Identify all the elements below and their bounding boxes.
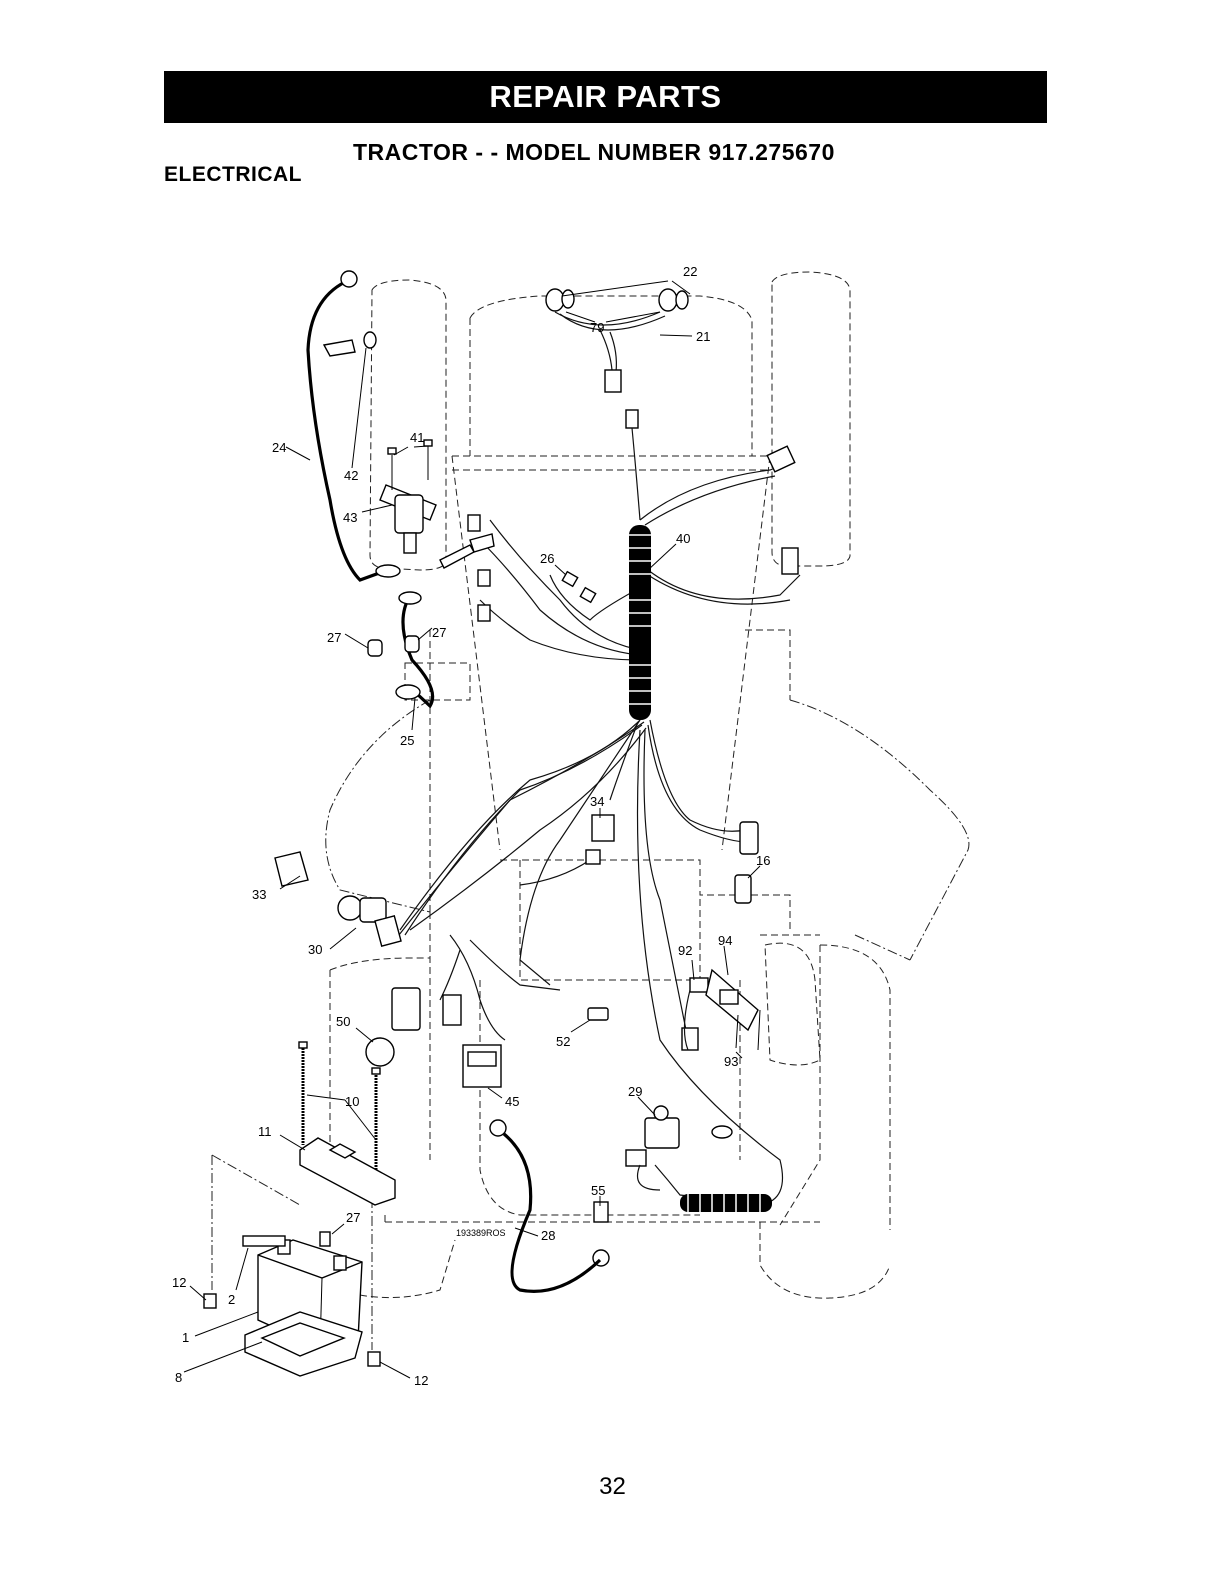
drawing-code: 193389ROS (456, 1228, 506, 1238)
harness-connectors-26 (468, 515, 596, 621)
callout-29: 29 (628, 1084, 642, 1099)
ground-cable (490, 1120, 600, 1291)
callout-79: 79 (590, 320, 604, 335)
callout-41: 41 (410, 430, 424, 445)
callout-10: 10 (345, 1094, 359, 1109)
harness-loom-coil (629, 525, 651, 720)
callout-50: 50 (336, 1014, 350, 1029)
callout-12-left: 12 (172, 1275, 186, 1290)
callout-94: 94 (718, 933, 732, 948)
callout-93: 93 (724, 1054, 738, 1069)
callout-24: 24 (272, 440, 286, 455)
callout-21: 21 (696, 329, 710, 344)
callout-leaders (184, 281, 760, 1378)
callout-22: 22 (683, 264, 697, 279)
callout-92: 92 (678, 943, 692, 958)
callout-55: 55 (591, 1183, 605, 1198)
callout-27-battery: 27 (346, 1210, 360, 1225)
callout-42: 42 (344, 468, 358, 483)
callout-27-left: 27 (327, 630, 341, 645)
callout-28: 28 (541, 1228, 555, 1243)
callout-2: 2 (228, 1292, 235, 1307)
callout-25: 25 (400, 733, 414, 748)
callout-12-right: 12 (414, 1373, 428, 1388)
callout-30: 30 (308, 942, 322, 957)
callout-27-right: 27 (432, 625, 446, 640)
callout-45: 45 (505, 1094, 519, 1109)
callout-26: 26 (540, 551, 554, 566)
callout-34: 34 (590, 794, 604, 809)
callout-52: 52 (556, 1034, 570, 1049)
headlight-harness (546, 289, 688, 428)
callout-numbers: 22 79 21 24 41 42 43 40 26 27 27 25 34 1… (172, 264, 770, 1388)
callout-16: 16 (756, 853, 770, 868)
callout-8: 8 (175, 1370, 182, 1385)
page-number: 32 (0, 1473, 1225, 1501)
component-parts (275, 815, 820, 1266)
callout-1: 1 (182, 1330, 189, 1345)
callout-43: 43 (343, 510, 357, 525)
callout-40: 40 (676, 531, 690, 546)
callout-11: 11 (258, 1124, 272, 1139)
callout-33: 33 (252, 887, 266, 902)
